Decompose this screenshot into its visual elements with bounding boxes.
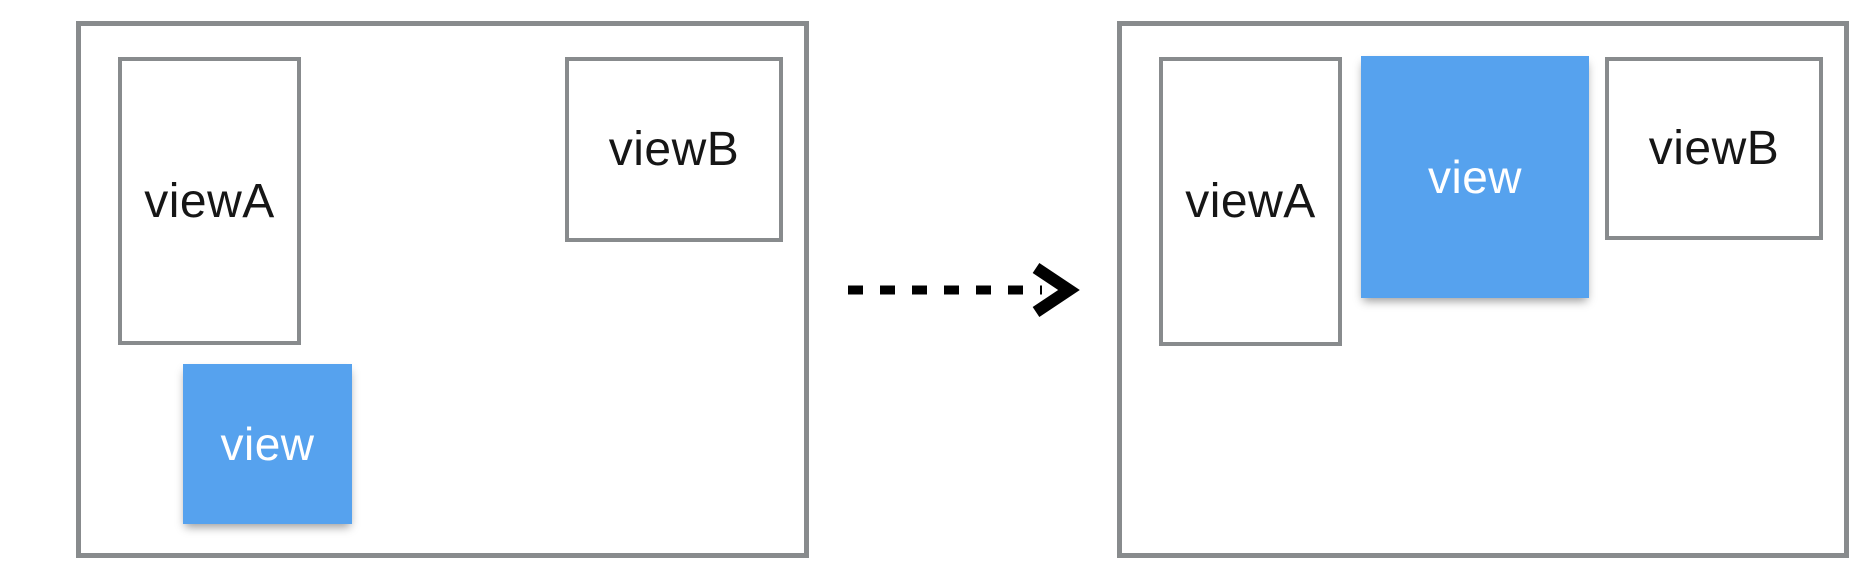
after-view-label: view bbox=[1427, 151, 1523, 203]
after-viewB-label: viewB bbox=[1648, 122, 1780, 175]
dashed-arrow-icon bbox=[848, 263, 1080, 317]
before-viewB-box: viewB bbox=[565, 57, 783, 242]
before-viewA-label: viewA bbox=[144, 174, 275, 228]
before-viewB-label: viewB bbox=[608, 123, 740, 176]
after-viewA-label: viewA bbox=[1185, 175, 1316, 228]
before-superview: viewA viewB view bbox=[76, 21, 809, 558]
after-viewA-box: viewA bbox=[1159, 57, 1342, 346]
before-view-label: view bbox=[220, 418, 315, 470]
after-view-box: view bbox=[1361, 56, 1589, 298]
after-superview: viewA view viewB bbox=[1117, 21, 1849, 558]
transition-arrow bbox=[840, 256, 1084, 324]
after-viewB-box: viewB bbox=[1605, 57, 1823, 240]
before-view-box: view bbox=[183, 364, 352, 524]
before-viewA-box: viewA bbox=[118, 57, 301, 345]
